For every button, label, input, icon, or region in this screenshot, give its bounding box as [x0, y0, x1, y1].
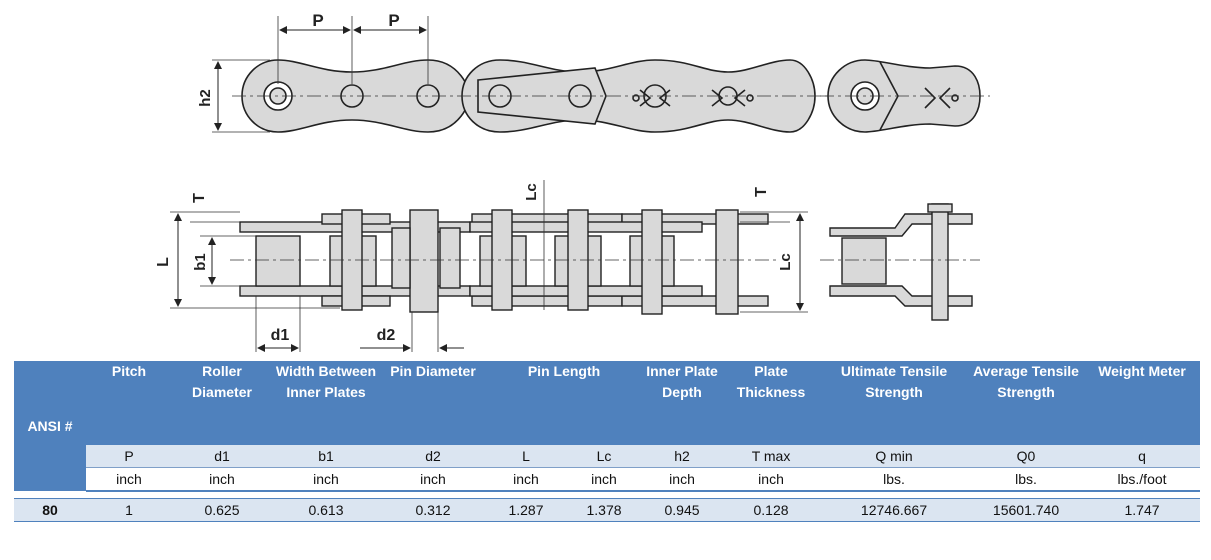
header-inner-plate-depth: Inner Plate Depth: [642, 361, 723, 445]
header-average-tensile-strength: Average Tensile Strength: [968, 361, 1085, 445]
unit-cell: lbs./foot: [1084, 467, 1201, 492]
pitch-label-left: P: [312, 11, 323, 30]
lc-label-right: Lc: [777, 253, 794, 271]
t-label-right: T: [753, 187, 770, 197]
unit-cell: inch: [486, 467, 566, 492]
value-cell: 12746.667: [820, 498, 969, 522]
symbol-cell: d2: [380, 445, 486, 468]
spacer-cell: [14, 491, 1201, 499]
header-width-between-inner-plates: Width Between Inner Plates: [272, 361, 380, 445]
value-cell: 0.945: [642, 498, 723, 522]
chain-diagram: P P h2: [155, 11, 990, 352]
unit-cell: inch: [380, 467, 486, 492]
unit-cell: inch: [272, 467, 380, 492]
spec-table: ANSI # Pitch Roller Diameter Width Betwe…: [14, 361, 1201, 522]
d1-label: d1: [271, 327, 290, 344]
spacer-row: [14, 491, 1201, 499]
l-label: L: [155, 257, 172, 267]
symbol-cell: Q0: [968, 445, 1085, 468]
value-cell: 1.287: [486, 498, 566, 522]
header-pin-diameter: Pin Diameter: [380, 361, 486, 445]
header-weight-meter: Weight Meter: [1084, 361, 1201, 445]
table-row: 80 1 0.625 0.613 0.312 1.287 1.378 0.945…: [14, 498, 1201, 522]
unit-cell: inch: [642, 467, 723, 492]
symbol-cell: L: [486, 445, 566, 468]
symbol-cell: d1: [172, 445, 272, 468]
unit-row: inch inch inch inch inch inch inch inch …: [14, 467, 1201, 492]
unit-cell: inch: [722, 467, 821, 492]
top-view: [239, 209, 769, 315]
pitch-label-right: P: [388, 11, 399, 30]
unit-cell: inch: [172, 467, 272, 492]
unit-cell: inch: [86, 467, 172, 492]
symbol-cell: P: [86, 445, 172, 468]
header-pin-length: Pin Length: [486, 361, 643, 445]
value-cell: 0.625: [172, 498, 272, 522]
symbol-cell: Lc: [566, 445, 643, 468]
value-cell: 0.312: [380, 498, 486, 522]
unit-cell: inch: [566, 467, 643, 492]
symbol-row: P d1 b1 d2 L Lc h2 T max Q min Q0 q: [14, 445, 1201, 468]
header-plate-thickness: Plate Thickness: [722, 361, 821, 445]
header-pitch: Pitch: [86, 361, 172, 445]
h2-label: h2: [197, 89, 214, 107]
offset-link-top-view: [829, 203, 973, 321]
ansi-value: 80: [14, 498, 86, 522]
b1-label: b1: [192, 253, 209, 271]
value-cell: 0.128: [722, 498, 821, 522]
value-cell: 1: [86, 498, 172, 522]
value-cell: 0.613: [272, 498, 380, 522]
unit-cell: lbs.: [820, 467, 969, 492]
unit-cell: lbs.: [968, 467, 1085, 492]
header-ansi: ANSI #: [14, 361, 86, 491]
value-cell: 15601.740: [968, 498, 1085, 522]
d2-label: d2: [377, 327, 396, 344]
value-cell: 1.378: [566, 498, 643, 522]
symbol-cell: Q min: [820, 445, 969, 468]
symbol-cell: q: [1084, 445, 1201, 468]
symbol-cell: b1: [272, 445, 380, 468]
symbol-cell: h2: [642, 445, 723, 468]
header-row: ANSI # Pitch Roller Diameter Width Betwe…: [14, 361, 1201, 491]
header-ultimate-tensile-strength: Ultimate Tensile Strength: [820, 361, 969, 445]
value-cell: 1.747: [1084, 498, 1201, 522]
lc-label-top: Lc: [523, 183, 540, 201]
t-label-left: T: [191, 193, 208, 203]
symbol-cell: T max: [722, 445, 821, 468]
header-roller-diameter: Roller Diameter: [172, 361, 272, 445]
